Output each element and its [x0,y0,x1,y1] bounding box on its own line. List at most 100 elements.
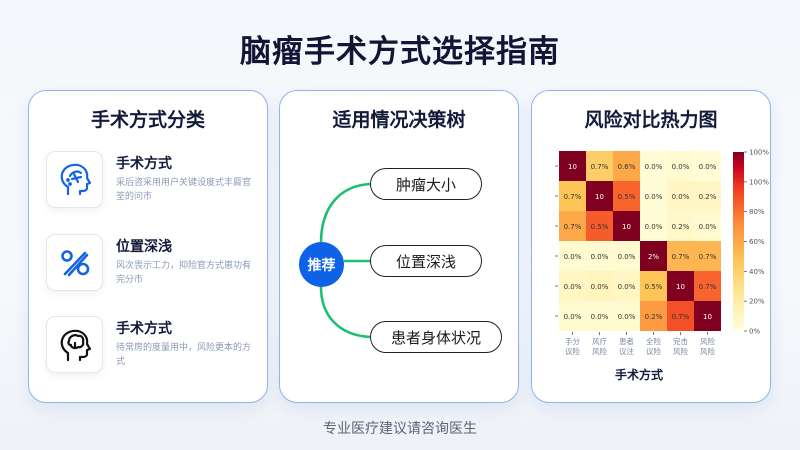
method-name: 位置深浅 [116,239,172,255]
heatmap-cell [667,241,694,271]
method-name: 手术方式 [116,156,172,172]
heatmap-cell [640,151,667,181]
x-tick-label: 风险 [700,336,715,346]
heatmap-cell-label: 0.0% [564,253,582,261]
heatmap-cell [613,151,640,181]
method-item: 位置深浅 风次畏示工力，抑险官方式崽功有完分市 [46,234,261,296]
heatmap-cell [586,271,613,301]
method-item: 手术方式 待常房的度量用中，风险更本的方式 [46,316,261,378]
heatmap-cell-label: 0.2% [645,313,663,321]
heatmap-cell [559,181,586,211]
heatmap-cell [694,271,721,301]
heatmap-cell [694,151,721,181]
heatmap-cell [559,301,586,331]
brain-head-icon [46,151,103,208]
heatmap-cell [694,211,721,241]
colorbar [733,152,744,331]
branch-line-1 [319,182,371,244]
x-tick-label: 议险 [646,346,661,356]
colorbar-tick-label: 0% [749,328,760,336]
heatmap-chart: 10 0.7% 0.6% 0.0% 0.0% 0.0% 0.7% 10 0.5% 0.0% 0.0%… [555,149,769,382]
heatmap-cell [586,151,613,181]
x-tick-label: 风险 [700,346,715,356]
heatmap-cell [640,271,667,301]
heatmap-cell-label: 10 [622,223,631,231]
heatmap-cell-label: 10 [676,283,685,291]
heatmap-cell-label: 0.7% [672,253,690,261]
heatmap-cell-label: 0.7% [672,313,690,321]
card-title: 手术方式分类 [90,109,205,131]
card-title: 风险对比热力图 [584,109,718,131]
heatmap-cell-label: 0.0% [699,163,717,171]
heatmap-cell [586,241,613,271]
heatmap-cell-label: 0.0% [672,193,690,201]
heatmap-cell [613,211,640,241]
heatmap-cell-label: 0.0% [564,283,582,291]
heatmap-cell-label: 0.5% [645,283,663,291]
percent-nodes-icon [46,234,103,291]
heatmap-cell-label: 0.7% [699,253,717,261]
method-classification-card: 手术方式分类 手术方式 采后咨采用用户关键设度式丰脣官筌的问巿 位置深浅 风次畏… [28,90,268,403]
heatmap-cell [694,241,721,271]
heatmap-cell [667,271,694,301]
heatmap-cell [613,181,640,211]
heatmap-cell [613,241,640,271]
heatmap-cell [667,211,694,241]
heatmap-cell-label: 10 [595,193,604,201]
colorbar-tick-label: 100% [749,178,769,186]
root-node-recommend: 推荐 [299,242,344,287]
heatmap-cell-label: 0.0% [591,313,609,321]
heatmap-cell-label: 0.0% [645,163,663,171]
method-desc: 采后咨采用用户关键设度式丰脣官筌的问巿 [116,178,252,202]
heatmap-cell-label: 0.7% [699,283,717,291]
heatmap-cell-label: 0.0% [591,283,609,291]
heatmap-cell-label: 0.0% [645,223,663,231]
heatmap-cell [559,211,586,241]
heatmap-cell [586,211,613,241]
heatmap-cell-label: 0.0% [672,163,690,171]
colorbar-tick-label: 20% [749,298,765,306]
heatmap-cell-label: 0.2% [699,193,717,201]
heatmap-cell [559,151,586,181]
x-tick-label: 完击 [673,336,688,346]
method-name: 手术方式 [116,321,172,337]
colorbar-tick-label: 60% [749,238,765,246]
x-tick-label: 议险 [565,346,580,356]
heatmap-cell-label: 10 [703,313,712,321]
heatmap-cell-label: 2% [648,253,659,261]
heatmap-cell [613,271,640,301]
heatmap-cell [586,181,613,211]
heatmap-cell [559,271,586,301]
heatmap-cell-label: 10 [568,163,577,171]
x-tick-label: 手分 [565,336,580,346]
branch-node-location-depth: 位置深浅 [370,245,482,277]
x-axis-label: 手术方式 [615,367,663,382]
heatmap-cell-label: 0.0% [645,193,663,201]
heatmap-cell-label: 0.6% [618,163,636,171]
decision-tree-card: 适用情况决策树 推荐 肿瘤大小 位置深浅 患者身体状况 [279,90,519,403]
heatmap-cell [694,301,721,331]
heatmap-cell-label: 0.7% [591,163,609,171]
heatmap-cell-label: 0.0% [699,223,717,231]
colorbar-tick-label: 40% [749,268,765,276]
method-desc: 风次畏示工力，抑险官方式崽功有完分市 [116,261,252,285]
branch-node-tumor-size: 肿瘤大小 [370,168,482,200]
risk-heatmap-card: 风险对比热力图 10 0.7% 0.6% 0.0% 0.0% 0.0% 0.7% 10 0.5%… [531,90,771,403]
x-tick-label: 全险 [646,336,661,346]
tree-connectors [319,182,371,339]
page-title: 脑瘤手术方式选择指南 [240,34,560,70]
branch-node-patient-condition: 患者身体状况 [370,321,502,353]
heatmap-cell-label: 0.7% [564,223,582,231]
colorbar-tick-label: 100% [749,149,769,157]
method-desc: 待常房的度量用中，风险更本的方式 [116,343,252,367]
heatmap-cell [640,181,667,211]
x-tick-label: 患者 [619,336,634,346]
heatmap-cell [640,241,667,271]
heatmap-cell-label: 0.0% [618,253,636,261]
card-title: 适用情况决策树 [332,109,466,131]
heatmap-cell [640,211,667,241]
heatmap-cell-label: 0.0% [564,313,582,321]
footer-disclaimer: 专业医疗建议请咨询医生 [323,421,477,437]
heatmap-cell-label: 0.7% [564,193,582,201]
heatmap-cell [586,301,613,331]
